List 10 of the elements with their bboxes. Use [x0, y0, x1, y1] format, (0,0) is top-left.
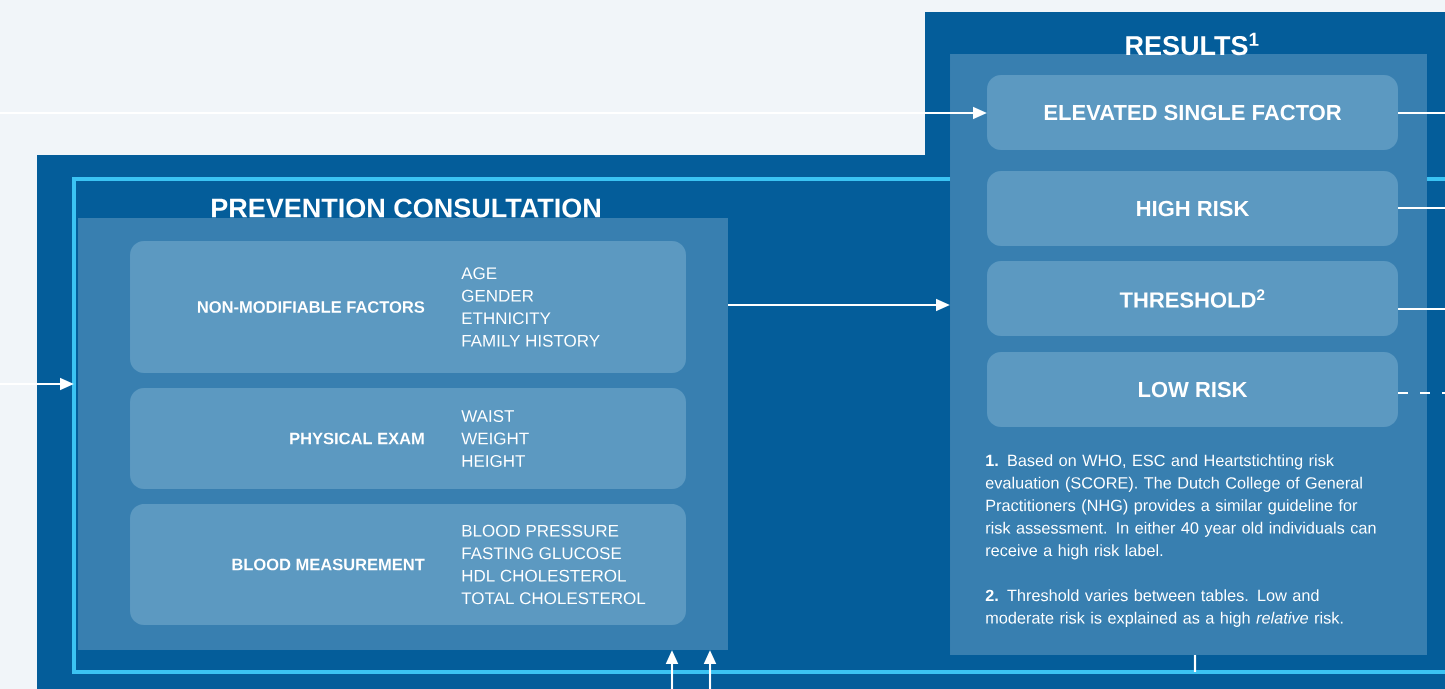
factor-box: BLOOD MEASUREMENT BLOOD PRESSURE FASTING GLUCOSE HDL CHOLESTEROL TOTAL CHOLESTEROL: [130, 504, 686, 625]
result-box: THRESHOLD$^{2}$: [987, 261, 1398, 336]
node-label: RESULTS$^{1}$: [1126, 32, 1259, 56]
result-box: HIGH RISK: [987, 171, 1398, 246]
result-box: ELEVATED SINGLE FACTOR: [987, 75, 1398, 150]
footnote: 2. Threshold varies between tables. Low and moderate risk is explained as a high relative risk.: [985, 589, 1343, 627]
result-box: LOW RISK: [987, 352, 1398, 427]
factor-box: PHYSICAL EXAM WAIST WEIGHT HEIGHT: [130, 388, 686, 489]
footnote: 1. Based on WHO, ESC and Heartstichting risk evaluation (SCORE). The Dutch College of General Practitioners (NHG) provides a similar guideline for risk assessment. In either 40 year old individuals can receive a high risk label.: [985, 454, 1376, 560]
factor-box: NON-MODIFIABLE FACTORS AGE GENDER ETHNICITY FAMILY HISTORY: [130, 241, 686, 373]
